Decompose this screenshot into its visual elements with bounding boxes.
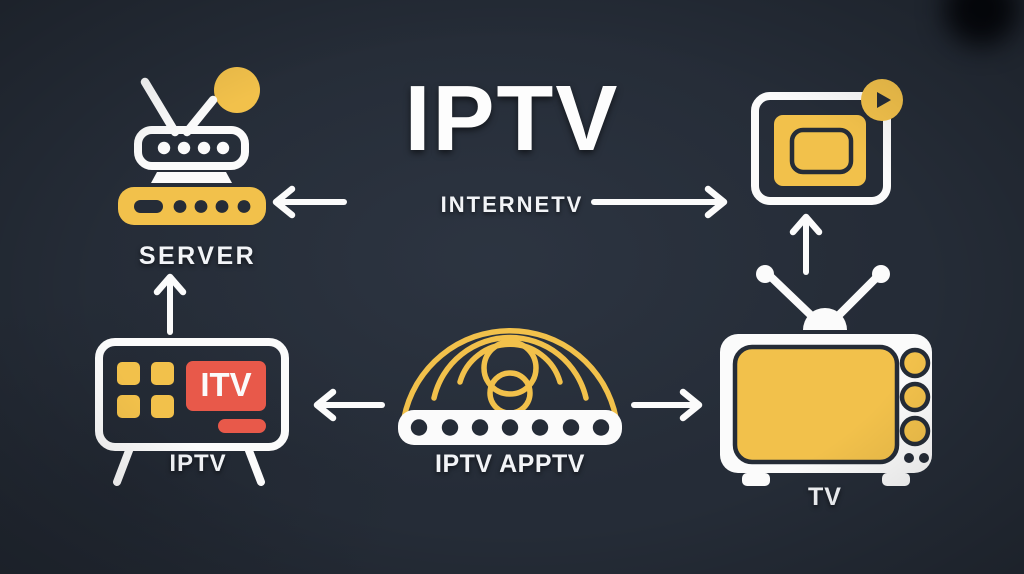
arrow-right-icon xyxy=(630,388,706,422)
arrow-left-icon xyxy=(268,185,347,219)
retro-tv-icon xyxy=(720,265,932,486)
arrow-right-icon xyxy=(591,185,732,219)
node-iptv-box[interactable]: ITV IPTV xyxy=(88,330,308,500)
node-tv-label: TV xyxy=(808,483,842,511)
iptv-box-screen-text: ITV xyxy=(200,366,251,403)
play-icon xyxy=(877,92,891,108)
wifi-broadcast-icon xyxy=(398,328,622,445)
node-server[interactable]: SERVER xyxy=(105,60,290,275)
node-server-label: SERVER xyxy=(138,242,257,270)
monitor-play-icon xyxy=(751,79,903,205)
arrow-left-icon xyxy=(310,388,386,422)
router-server-icon xyxy=(118,67,266,225)
node-iptv-app[interactable]: IPTV APPTV xyxy=(390,250,630,478)
node-tv[interactable]: TV xyxy=(700,250,950,520)
connector-label-internet: INTERNETV xyxy=(440,192,584,217)
node-iptv-app-label: IPTV APPTV xyxy=(435,450,585,478)
iptv-set-top-box-icon: ITV xyxy=(95,338,289,486)
node-iptv-box-label: IPTV xyxy=(169,450,227,477)
page-title: IPTV xyxy=(404,66,620,170)
node-monitor[interactable] xyxy=(745,78,915,218)
arrow-up-icon xyxy=(152,272,188,335)
corner-shadow-blob xyxy=(944,0,1018,46)
arrow-up-icon xyxy=(788,212,824,275)
